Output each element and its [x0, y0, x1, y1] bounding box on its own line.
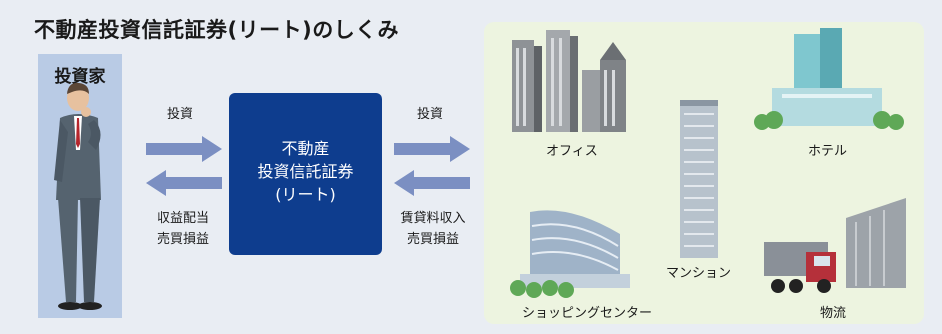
asset-office-label: オフィス [546, 144, 598, 159]
asset-mansion-label: マンション [666, 266, 732, 281]
left-return-line2: 売買損益 [156, 232, 209, 247]
reit-line2: 投資信託証券 [257, 162, 354, 181]
left-return-label: 収益配当 売買損益 [142, 208, 224, 250]
arrow-left-icon [394, 170, 470, 196]
right-return-label: 賃貸料収入 売買損益 [386, 208, 480, 250]
asset-hotel-label: ホテル [808, 144, 848, 159]
right-return-line1: 賃貸料収入 [400, 211, 466, 226]
reit-text: 不動産 投資信託証券 (リート) [229, 137, 382, 206]
businessman-illustration [54, 82, 102, 310]
logistics-illustration [764, 198, 906, 293]
right-invest-label: 投資 [416, 107, 443, 122]
reit-box: 不動産 投資信託証券 (リート) [229, 93, 382, 255]
arrow-right-icon [146, 136, 222, 162]
arrow-right-icon [394, 136, 470, 162]
mansion-illustration [680, 100, 718, 258]
left-invest-label: 投資 [166, 107, 193, 122]
reit-line3: (リート) [275, 185, 336, 204]
left-return-line1: 収益配当 [156, 211, 209, 226]
shopping-center-illustration [510, 210, 630, 298]
office-illustration [512, 30, 626, 132]
right-return-line2: 売買損益 [406, 232, 459, 247]
investor-label: 投資家 [54, 67, 106, 87]
reit-line1: 不動産 [281, 139, 330, 158]
hotel-illustration [754, 28, 904, 130]
arrow-left-icon [146, 170, 222, 196]
diagram-title: 不動産投資信託証券(リート)のしくみ [34, 18, 400, 42]
asset-logistics-label: 物流 [820, 306, 847, 321]
asset-shopping-label: ショッピングセンター [522, 306, 653, 321]
